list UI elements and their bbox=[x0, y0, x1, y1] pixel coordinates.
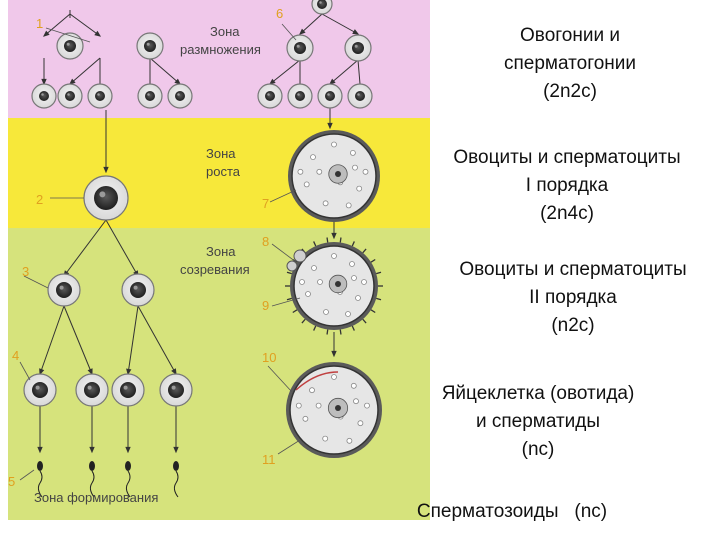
spermatid bbox=[75, 373, 109, 407]
spermatid bbox=[159, 373, 193, 407]
zone-formation-label: Зона формирования bbox=[34, 490, 158, 505]
pointer-9 bbox=[271, 297, 301, 307]
oogonium bbox=[311, 0, 333, 15]
arrowhead bbox=[125, 446, 131, 454]
lineage-line bbox=[127, 305, 139, 375]
oogonium bbox=[286, 34, 314, 62]
lineage-line bbox=[105, 219, 139, 277]
lineage-line bbox=[321, 13, 359, 35]
spermatid bbox=[111, 373, 145, 407]
spermatozoon bbox=[89, 461, 95, 498]
primary-spermatocyte bbox=[83, 175, 129, 221]
arrowhead bbox=[87, 368, 93, 376]
ootid bbox=[286, 362, 382, 458]
arrowhead bbox=[171, 368, 177, 376]
arrowhead bbox=[331, 232, 337, 240]
spermatogonium bbox=[57, 83, 83, 109]
label-number-3: 3 bbox=[22, 264, 29, 279]
pointer-7 bbox=[269, 189, 297, 203]
lineage-line bbox=[63, 219, 107, 277]
pointer-3 bbox=[23, 275, 49, 289]
label-number-5: 5 bbox=[8, 474, 15, 489]
spermatogonium bbox=[137, 83, 163, 109]
spermatogonium bbox=[87, 83, 113, 109]
arrowhead bbox=[69, 78, 76, 85]
oogonium bbox=[344, 34, 372, 62]
label-number-8: 8 bbox=[262, 234, 269, 249]
arrowhead bbox=[89, 446, 95, 454]
pointer-11 bbox=[277, 439, 301, 455]
arrowhead bbox=[329, 78, 336, 85]
label-number-9: 9 bbox=[262, 298, 269, 313]
arrowhead bbox=[352, 29, 360, 35]
secondary-spermatocyte bbox=[121, 273, 155, 307]
caption-spermatozoa: Сперматозоиды (nc) bbox=[416, 501, 608, 522]
polar-body bbox=[286, 260, 298, 272]
label-number-2: 2 bbox=[36, 192, 43, 207]
secondary-spermatocyte bbox=[47, 273, 81, 307]
oogonium bbox=[287, 83, 313, 109]
lineage-line bbox=[69, 13, 101, 37]
primary-oocyte bbox=[288, 130, 380, 222]
arrowhead bbox=[43, 30, 50, 37]
pointer-8 bbox=[271, 243, 297, 263]
arrowhead bbox=[174, 78, 181, 85]
arrowhead bbox=[331, 350, 337, 358]
arrowhead bbox=[39, 368, 45, 376]
label-number-4: 4 bbox=[12, 348, 19, 363]
pointer-4 bbox=[19, 361, 31, 381]
arrowhead bbox=[268, 78, 276, 85]
polar-body bbox=[293, 249, 307, 263]
arrowhead bbox=[327, 122, 333, 130]
lineage-line bbox=[43, 13, 71, 37]
caption-ootid-spermatids: Яйцеклетка (овотида) и сперматиды (nc) bbox=[441, 383, 635, 460]
lineage-line bbox=[269, 59, 301, 85]
lineage-line bbox=[39, 305, 65, 375]
spermatozoon bbox=[173, 461, 179, 498]
arrowhead bbox=[37, 446, 43, 454]
lineage-line bbox=[357, 59, 361, 85]
caption-oogonia-spermatogonia: Овогонии и сперматогонии (2n2c) bbox=[504, 25, 636, 102]
arrowhead bbox=[103, 166, 109, 174]
spermatogonium bbox=[56, 32, 84, 60]
caption-primary-oocytes: Овоциты и сперматоциты I порядка (2n4c) bbox=[453, 147, 681, 224]
spermatogonium bbox=[167, 83, 193, 109]
lineage-line bbox=[149, 57, 181, 85]
spermatogonium bbox=[31, 83, 57, 109]
pointer-10 bbox=[267, 365, 293, 393]
oogonium bbox=[317, 83, 343, 109]
label-number-11: 11 bbox=[262, 452, 276, 467]
arrowhead bbox=[94, 30, 102, 37]
spermatogonium bbox=[136, 32, 164, 60]
lineage-line bbox=[329, 59, 359, 85]
caption-secondary-oocytes: Овоциты и сперматоциты II порядка (n2c) bbox=[459, 259, 687, 336]
label-number-10: 10 bbox=[262, 350, 276, 365]
pointer-6 bbox=[281, 23, 297, 41]
egg-membrane-highlight bbox=[295, 371, 339, 391]
lineage-line bbox=[69, 57, 101, 85]
arrowhead bbox=[126, 368, 132, 376]
arrowhead bbox=[41, 78, 47, 86]
lineage-line bbox=[137, 305, 177, 375]
label-number-6: 6 bbox=[276, 6, 283, 21]
arrowhead bbox=[173, 446, 179, 454]
lineage-line bbox=[63, 305, 93, 375]
oogonium bbox=[347, 83, 373, 109]
spermatozoon bbox=[125, 461, 131, 498]
label-number-1: 1 bbox=[36, 16, 43, 31]
oogonium bbox=[257, 83, 283, 109]
label-number-7: 7 bbox=[262, 196, 269, 211]
arrowhead bbox=[299, 28, 306, 35]
pointer-5 bbox=[19, 469, 35, 481]
spermatid bbox=[23, 373, 57, 407]
spermatozoon bbox=[37, 461, 43, 498]
secondary-oocyte bbox=[285, 237, 383, 335]
pointer-1 bbox=[45, 27, 91, 43]
